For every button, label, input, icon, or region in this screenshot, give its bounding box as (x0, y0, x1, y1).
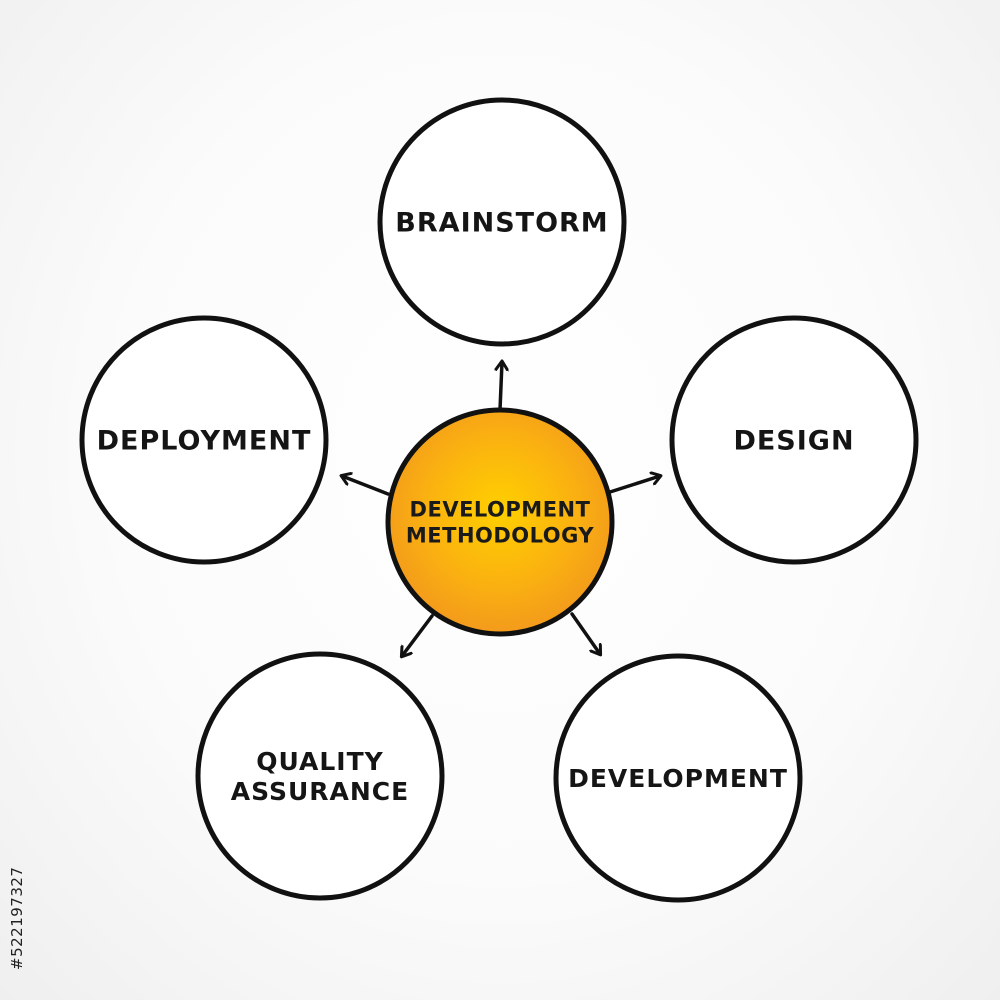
node-label-line: DESIGN (733, 426, 854, 457)
node-deployment: DEPLOYMENT (79, 315, 329, 565)
arrow-to-development (570, 612, 600, 654)
node-label-development: DEVELOPMENT (568, 764, 788, 793)
center-label-line: DEVELOPMENT (410, 498, 591, 522)
node-brainstorm: BRAINSTORM (377, 97, 627, 347)
node-design: DESIGN (669, 315, 919, 565)
node-label-brainstorm: BRAINSTORM (395, 208, 608, 239)
arrow-to-quality-assurance (402, 614, 434, 656)
node-circle-development (553, 653, 803, 903)
node-circle-quality-assurance (195, 651, 445, 901)
node-circle-design (669, 315, 919, 565)
node-label-line: QUALITY (256, 747, 384, 776)
node-label-design: DESIGN (733, 426, 854, 457)
center-label-line: METHODOLOGY (406, 524, 595, 548)
node-label-line: ASSURANCE (231, 777, 409, 806)
node-label-deployment: DEPLOYMENT (97, 426, 312, 457)
arrow-to-deployment (342, 476, 390, 496)
node-development: DEVELOPMENT (553, 653, 803, 903)
node-label-line: DEPLOYMENT (97, 426, 312, 457)
stock-id-watermark: #522197327 (8, 866, 26, 970)
arrow-to-design (608, 476, 660, 494)
arrows (342, 362, 660, 656)
node-circle-deployment (79, 315, 329, 565)
node-label-line: DEVELOPMENT (568, 764, 788, 793)
arrow-to-brainstorm (500, 362, 502, 412)
center-circle (385, 407, 615, 637)
node-label-line: BRAINSTORM (395, 208, 608, 239)
node-circle-brainstorm (377, 97, 627, 347)
